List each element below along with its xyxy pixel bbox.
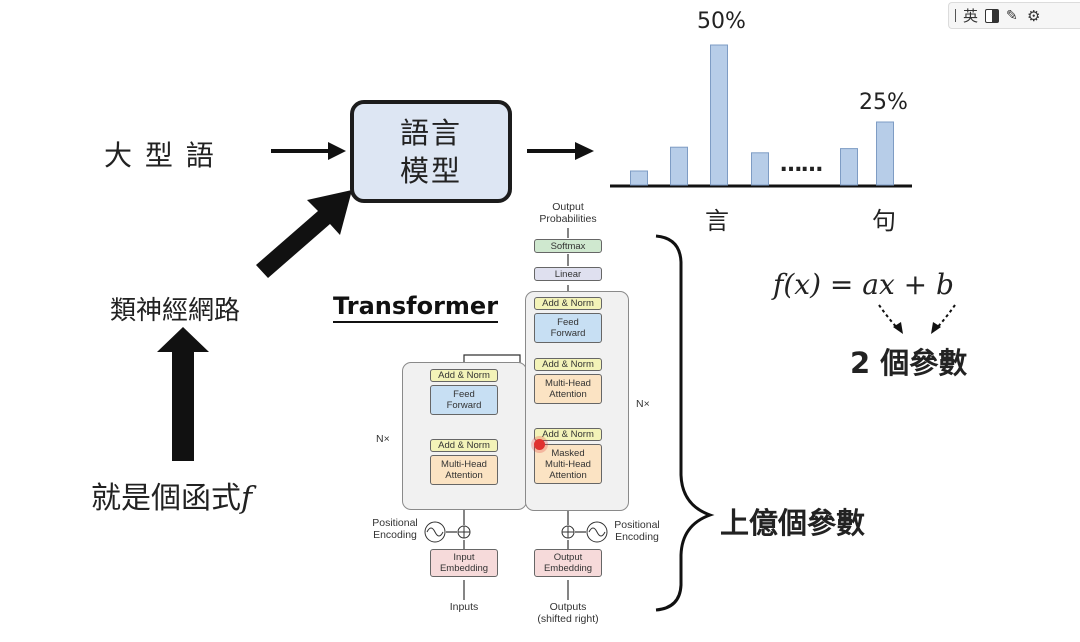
- llm-label: 大 型 語: [104, 139, 216, 172]
- encoder-mha-line1: Multi-Head: [441, 459, 487, 470]
- encoder-ffn-add-norm: Add & Norm: [430, 369, 498, 382]
- input-emb-line2: Embedding: [439, 563, 489, 574]
- decoder-nx-label: N×: [636, 398, 650, 410]
- outputs-label: Outputs (shifted right): [524, 601, 612, 625]
- lm-box-line2: 模型: [399, 153, 462, 188]
- bar-5: [840, 148, 858, 186]
- decoder-feed-forward: Feed Forward: [534, 313, 602, 343]
- formula-arrows: [878, 304, 956, 331]
- chart-bars: [630, 44, 894, 186]
- billions-params-label: 上億個參數: [720, 506, 866, 540]
- encoder-ff-line2: Forward: [446, 400, 482, 411]
- tick-label-ju: 句: [872, 207, 896, 235]
- decoder-mha-line2: Attention: [549, 389, 587, 400]
- decoder-mha-line1: Multi-Head: [545, 378, 591, 389]
- linear-block: Linear: [534, 267, 602, 281]
- ime-language-toggle[interactable]: 英: [963, 7, 979, 25]
- inputs-label: Inputs: [449, 601, 479, 613]
- function-label-text: 就是個函式: [91, 481, 241, 516]
- two-params-label: 2 個參數: [850, 346, 968, 380]
- output-embedding: Output Embedding: [534, 549, 602, 577]
- neural-network-label: 類神經網路: [110, 296, 241, 326]
- arrow-box-to-chart: [527, 142, 594, 160]
- enc-pos-line1: Positional: [372, 517, 418, 529]
- function-symbol: f: [241, 481, 253, 516]
- function-label: 就是個函式f: [91, 473, 252, 517]
- encoder-feed-forward: Feed Forward: [430, 385, 498, 415]
- encoder-ff-line1: Feed: [453, 389, 475, 400]
- half-full-width-icon[interactable]: [985, 8, 1000, 23]
- decoder-ff-line2: Forward: [550, 328, 586, 339]
- arrow-llm-to-box: [271, 142, 346, 160]
- decoder-ff-line1: Feed: [557, 317, 579, 328]
- bar-6: [876, 121, 894, 186]
- ime-pad-icon[interactable]: ✎: [1006, 7, 1018, 24]
- language-model-box: 語言 模型: [350, 100, 512, 203]
- bar-0: [630, 170, 648, 186]
- encoder-attn-add-norm: Add & Norm: [430, 439, 498, 452]
- softmax-block: Softmax: [534, 239, 602, 253]
- output-prob-line2: Probabilities: [539, 213, 597, 225]
- gear-icon[interactable]: ⚙: [1027, 6, 1041, 25]
- tick-label-yan: 言: [705, 207, 729, 235]
- chart-ellipsis: ……: [780, 152, 823, 177]
- masked-line1: Masked: [551, 447, 585, 459]
- arrow-func-to-nn: [157, 327, 209, 461]
- decoder-ffn-add-norm: Add & Norm: [534, 297, 602, 310]
- arrow-nn-to-box: [256, 190, 352, 278]
- decoder-masked-attention: Masked Multi-Head Attention: [534, 444, 602, 484]
- ime-toolbar: 英 ✎ ⚙: [948, 2, 1080, 29]
- decoder-positional-encoding: Positional Encoding: [604, 519, 670, 543]
- bar-3: [751, 152, 769, 186]
- pointer-dot: [534, 439, 545, 450]
- bar-annotation-50: 50%: [697, 9, 746, 34]
- masked-line2: Multi-Head: [545, 458, 591, 470]
- input-emb-line1: Input: [453, 552, 475, 563]
- lm-box-line1: 語言: [399, 115, 462, 150]
- encoder-nx-label: N×: [376, 433, 390, 445]
- ime-handle[interactable]: [955, 9, 956, 22]
- encoder-multi-head-attention: Multi-Head Attention: [430, 455, 498, 485]
- dec-pos-line1: Positional: [614, 519, 660, 531]
- decoder-multi-head-attention: Multi-Head Attention: [534, 374, 602, 404]
- curly-brace: [655, 234, 715, 612]
- transformer-diagram: Softmax Linear Add & Norm Feed Forward A…: [360, 195, 680, 635]
- outputs-line1: Outputs: [549, 601, 587, 613]
- dec-pos-line2: Encoding: [615, 531, 659, 543]
- bar-2: [710, 44, 728, 186]
- decoder-masked-add-norm: Add & Norm: [534, 428, 602, 441]
- output-emb-line2: Embedding: [543, 563, 593, 574]
- enc-pos-line2: Encoding: [373, 529, 417, 541]
- decoder-attn-add-norm: Add & Norm: [534, 358, 602, 371]
- transformer-title: Transformer: [333, 292, 499, 323]
- outputs-line2: (shifted right): [537, 613, 599, 625]
- encoder-mha-line2: Attention: [445, 470, 483, 481]
- output-probabilities-label: Output Probabilities: [520, 201, 616, 225]
- masked-line3: Attention: [549, 469, 587, 481]
- output-prob-line1: Output: [552, 201, 584, 213]
- encoder-positional-encoding: Positional Encoding: [362, 517, 428, 541]
- input-embedding: Input Embedding: [430, 549, 498, 577]
- bar-1: [670, 146, 688, 186]
- linear-formula: f(x) = ax + b: [773, 268, 954, 301]
- output-emb-line1: Output: [553, 552, 583, 563]
- bar-annotation-25: 25%: [859, 90, 908, 115]
